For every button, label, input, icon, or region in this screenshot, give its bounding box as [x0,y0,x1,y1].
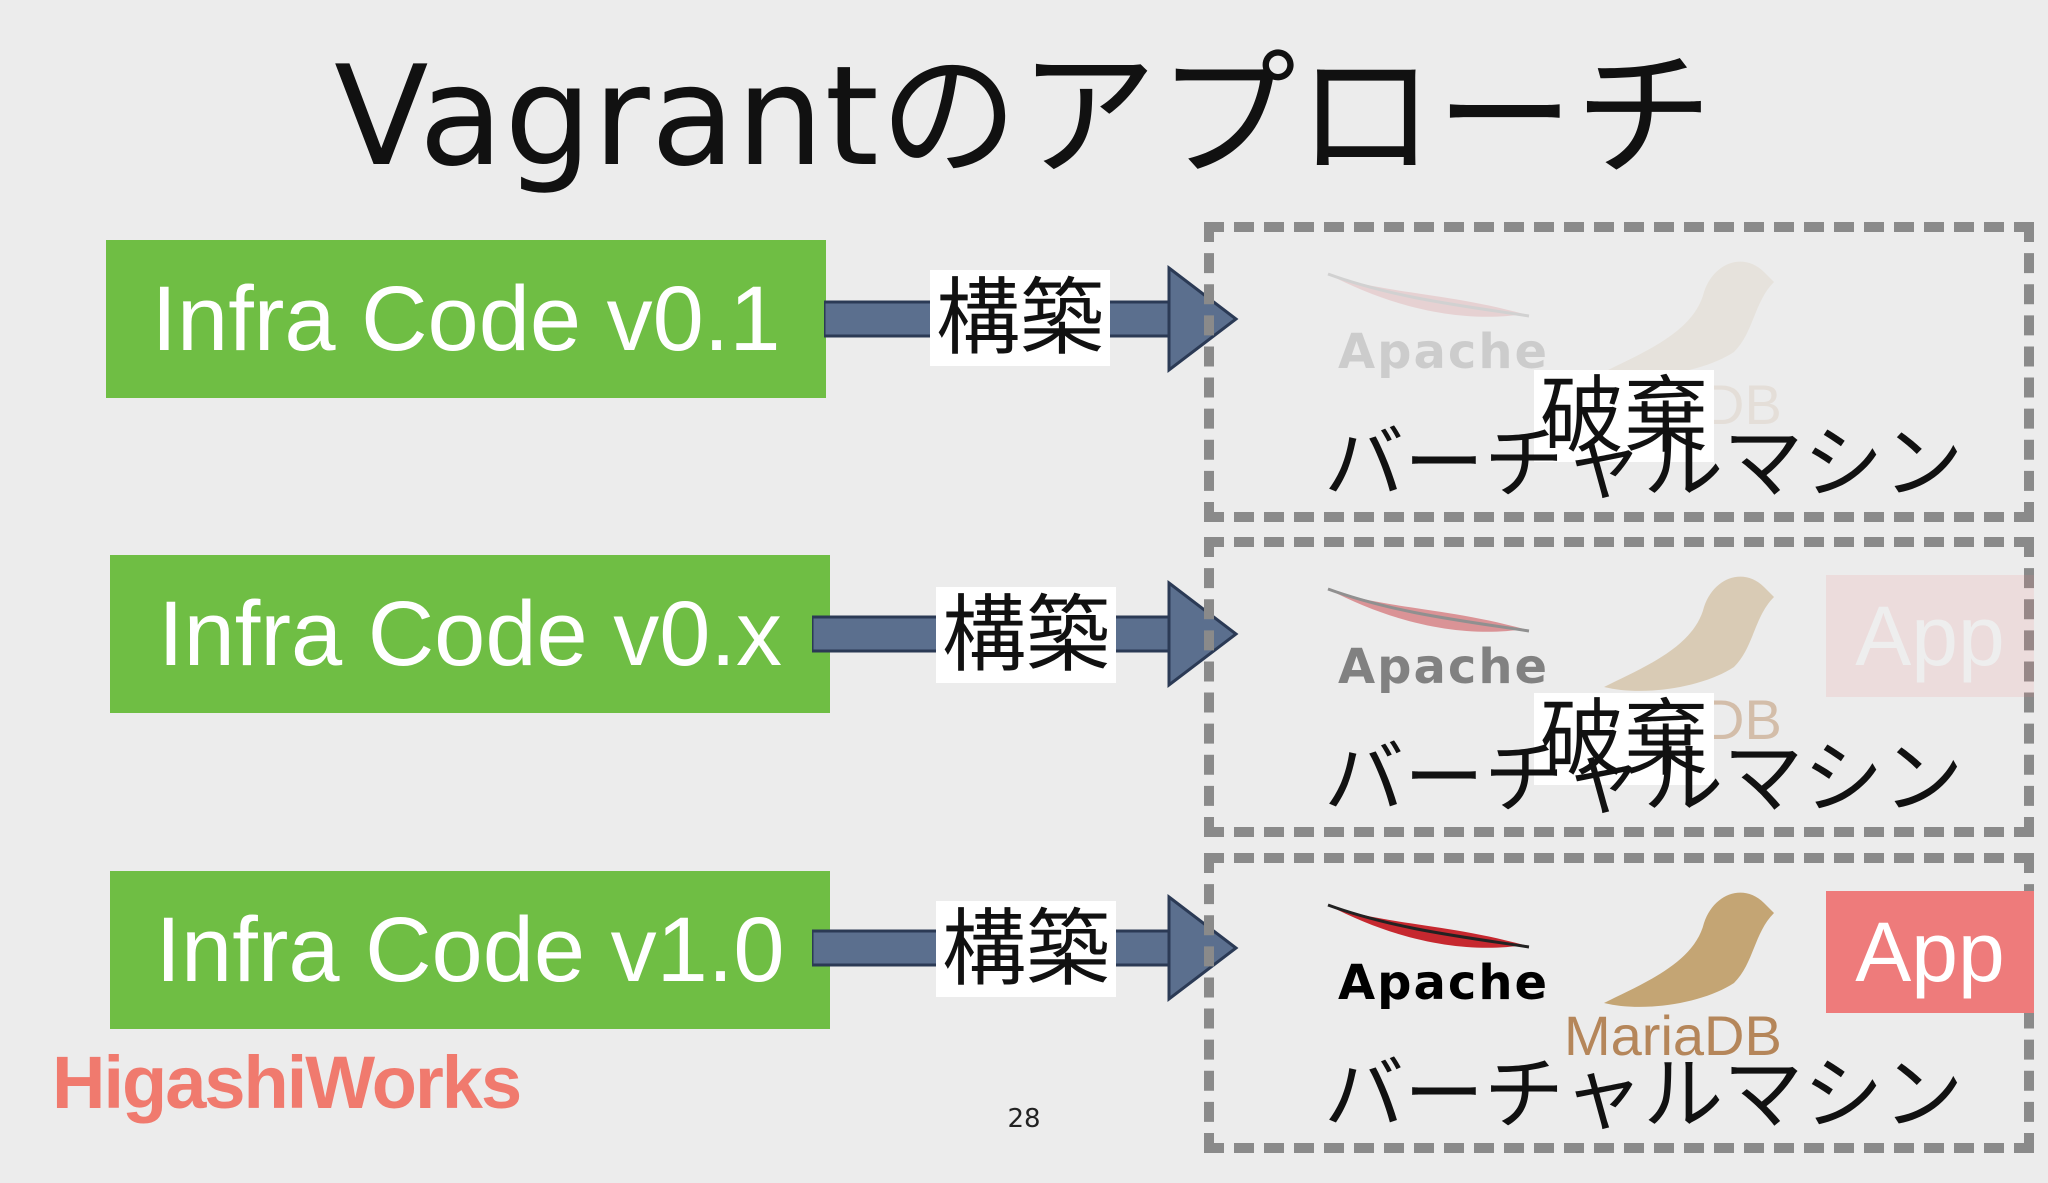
app-badge: App [1826,575,2034,697]
higashiworks-logo: HigashiWorks [52,1041,522,1124]
apache-feather-icon [1327,272,1530,318]
mariadb-seal-icon [1604,261,1774,376]
infra-code-label: Infra Code v0.1 [151,268,781,370]
page-number: 28 [1007,1104,1041,1134]
build-label: 構築 [936,901,1117,997]
apache-feather-icon [1327,903,1530,949]
virtual-machine-box: Apache MariaDB App バーチャルマシン [1204,853,2034,1153]
virtual-machine-box: Apache MariaDB 破棄 バーチャルマシン [1204,222,2034,522]
apache-label: Apache [1338,324,1550,380]
mariadb-label: MariaDB [1564,1004,1782,1067]
infra-code-label: Infra Code v1.0 [155,899,785,1001]
mariadb-seal-icon [1604,892,1774,1007]
infra-code-label: Infra Code v0.x [158,583,782,685]
infra-code-box: Infra Code v0.1 [106,240,826,398]
apache-label: Apache [1338,639,1550,695]
apache-feather-icon [1327,587,1530,633]
virtual-machine-label: バーチャルマシン [1324,417,1964,510]
mariadb-seal-icon [1604,576,1774,691]
virtual-machine-label: バーチャルマシン [1324,732,1964,825]
app-badge: App [1826,891,2034,1013]
infra-code-box: Infra Code v1.0 [110,871,830,1029]
row-v1-0: Infra Code v1.0 構築 Apache MariaDB App バー… [0,853,2048,1183]
destroy-label: 破棄 [1534,370,1715,462]
row-v0-x: Infra Code v0.x 構築 Apache MariaDB App 破棄… [0,537,2048,867]
row-v0-1: Infra Code v0.1 構築 Apache MariaDB 破棄 バーチ… [0,218,2048,548]
infra-code-box: Infra Code v0.x [110,555,830,713]
slide-title: Vagrantのアプローチ [334,36,1714,197]
virtual-machine-box: Apache MariaDB App 破棄 バーチャルマシン [1204,537,2034,837]
build-label: 構築 [936,587,1117,683]
build-label: 構築 [930,270,1111,366]
destroy-label: 破棄 [1534,693,1715,785]
apache-label: Apache [1338,955,1550,1011]
virtual-machine-label: バーチャルマシン [1324,1048,1964,1141]
